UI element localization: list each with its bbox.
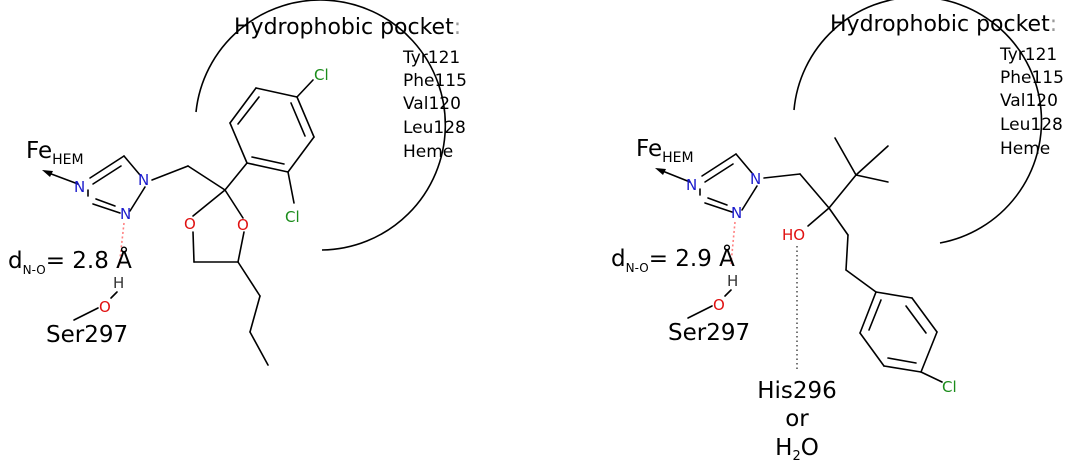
left-nitrogen-1: N (138, 171, 149, 189)
left-residue-1: Tyr121 (402, 48, 460, 68)
right-hydroxyl-label: HO (782, 226, 805, 244)
left-serine-hydrogen: H (113, 274, 124, 292)
left-triazole-ring (87, 155, 146, 214)
left-residue-2: Phe115 (403, 71, 467, 91)
left-nitrogen-4: N (74, 178, 85, 196)
right-alkyl-skeleton (763, 137, 889, 293)
right-chlorine-para: Cl (942, 378, 957, 396)
left-residue-3: Val120 (403, 94, 461, 114)
right-serine-oh-bond (724, 289, 732, 297)
left-hydrophobic-pocket-arc (195, 0, 447, 251)
right-partner-water: H2O (775, 435, 819, 463)
right-fe-label: FeHEM (636, 136, 694, 166)
left-residue-5: Heme (403, 142, 453, 162)
left-ketal-oxygen-2: O (237, 216, 249, 234)
left-ketal-oxygen-1: O (184, 215, 196, 233)
right-residue-3: Val120 (1000, 91, 1058, 111)
right-serine-side-chain (687, 305, 713, 319)
right-partner-his296: His296 (757, 378, 837, 404)
right-panel: Hydrophobic pocket: Tyr121 Phe115 Val120… (611, 0, 1064, 463)
right-nitrogen-1: N (750, 170, 761, 188)
right-nitrogen-2: N (731, 204, 742, 222)
right-triazole-ring (699, 153, 758, 213)
left-ketal-skeleton (151, 165, 269, 366)
right-residue-1: Tyr121 (999, 45, 1057, 65)
left-chlorine-ortho: Cl (285, 208, 300, 226)
right-fe-coordination-bond (659, 169, 691, 183)
right-pocket-title: Hydrophobic pocket: (830, 12, 1057, 37)
left-serine-oxygen: O (99, 298, 111, 316)
left-fe-arrowhead (42, 170, 53, 177)
right-residue-5: Heme (1000, 139, 1050, 159)
left-serine-side-chain (73, 307, 99, 321)
right-serine-oxygen: O (713, 296, 725, 314)
left-fe-label: FeHEM (26, 138, 84, 168)
right-residue-4: Leu128 (1000, 115, 1063, 135)
left-pocket-title: Hydrophobic pocket: (234, 15, 461, 40)
right-fe-arrowhead (655, 168, 666, 175)
left-distance-label: dN-O= 2.8 Å (8, 246, 132, 277)
right-nitrogen-4: N (686, 176, 697, 194)
left-nitrogen-2: N (120, 205, 131, 223)
right-chlorophenyl-ring (859, 291, 943, 383)
right-residue-2: Phe115 (1000, 68, 1064, 88)
left-serine-oh-bond (110, 291, 118, 299)
left-chlorine-para: Cl (314, 66, 329, 84)
right-serine-hydrogen: H (727, 272, 738, 290)
right-hydrophobic-pocket-arc (793, 0, 1043, 244)
right-partner-or: or (785, 406, 809, 432)
left-hydrogen-bond (118, 222, 125, 269)
left-dichlorophenyl-ring (224, 79, 315, 204)
left-panel: Hydrophobic pocket: Tyr121 Phe115 Val120… (8, 0, 467, 366)
left-residue-4: Leu128 (403, 118, 466, 138)
right-distance-label: dN-O= 2.9 Å (611, 244, 735, 275)
left-serine-label: Ser297 (46, 322, 128, 348)
right-serine-label: Ser297 (668, 320, 750, 346)
